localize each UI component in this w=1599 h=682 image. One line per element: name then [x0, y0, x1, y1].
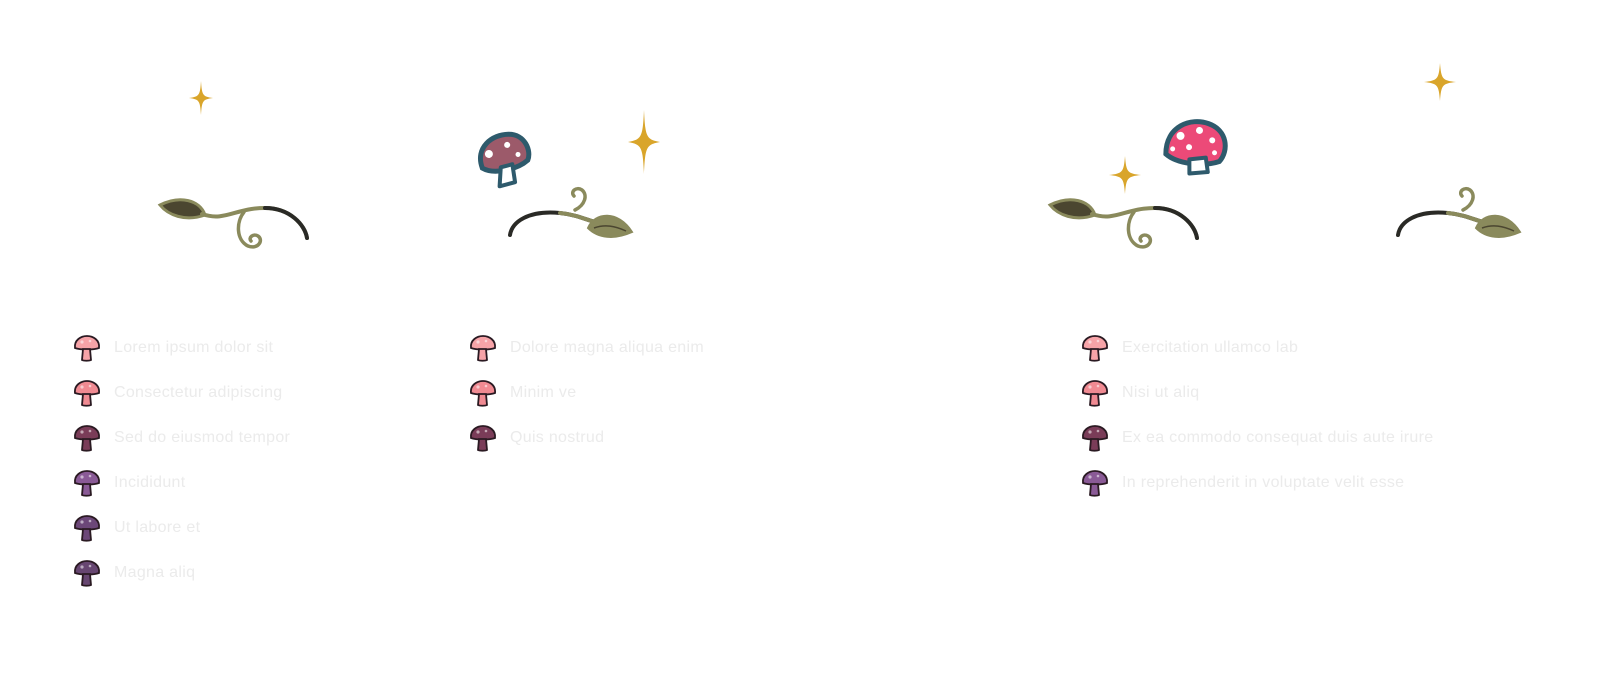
pink-mushroom-icon — [470, 379, 496, 407]
list-item-label: Lorem ipsum dolor sit — [114, 338, 274, 356]
list-item-label: Ut labore et — [114, 518, 201, 536]
light-pink-mushroom-icon — [74, 334, 100, 362]
list-item: Ut labore et — [72, 505, 290, 550]
list-item-label: Consectetur adipiscing — [114, 383, 283, 401]
list-item-label: Ex ea commodo consequat duis aute irure — [1122, 428, 1434, 446]
purple-mushroom-icon — [74, 514, 100, 542]
list-item-label: Dolore magna aliqua enim — [510, 338, 704, 356]
list-item: Nisi ut aliq — [1080, 370, 1433, 415]
pink-mushroom-icon — [1082, 379, 1108, 407]
list-item: Quis nostrud — [468, 415, 704, 460]
plum-mushroom-icon — [470, 424, 496, 452]
list-item-label: Sed do eiusmod tempor — [114, 428, 291, 446]
plum-mushroom-icon — [1082, 424, 1108, 452]
list-item-label: Incididunt — [114, 473, 186, 491]
lavender-mushroom-icon — [74, 469, 100, 497]
lavender-mushroom-icon — [1082, 469, 1108, 497]
list-item: Minim ve — [468, 370, 704, 415]
list-item: In reprehenderit in voluptate velit esse — [1080, 460, 1433, 505]
list-item: Consectetur adipiscing — [72, 370, 290, 415]
vine-left-2 — [1047, 198, 1199, 249]
plum-mushroom-icon — [74, 424, 100, 452]
list-item: Magna aliq — [72, 550, 290, 595]
pink-mushroom-icon — [74, 379, 100, 407]
sparkle-icon — [628, 110, 660, 174]
sparkle-icon — [189, 81, 213, 115]
list-item: Ex ea commodo consequat duis aute irure — [1080, 415, 1433, 460]
list-item-label: Exercitation ullamco lab — [1122, 338, 1299, 356]
list-item-label: Minim ve — [510, 383, 577, 401]
list-item: Dolore magna aliqua enim — [468, 325, 704, 370]
list-item-label: In reprehenderit in voluptate velit esse — [1122, 473, 1405, 491]
light-pink-mushroom-icon — [1082, 334, 1108, 362]
list-item-label: Quis nostrud — [510, 428, 605, 446]
list-item-label: Magna aliq — [114, 563, 196, 581]
pink-mushroom-icon — [1163, 119, 1228, 176]
light-pink-mushroom-icon — [470, 334, 496, 362]
vine-left-1 — [157, 198, 309, 249]
list-item: Sed do eiusmod tempor — [72, 415, 290, 460]
vine-right-1 — [508, 186, 634, 238]
vine-right-2 — [1396, 186, 1522, 238]
list-item-label: Nisi ut aliq — [1122, 383, 1200, 401]
mauve-mushroom-icon — [478, 131, 532, 189]
list-item: Exercitation ullamco lab — [1080, 325, 1433, 370]
dark-purple-mushroom-icon — [74, 559, 100, 587]
list-item: Incididunt — [72, 460, 290, 505]
sparkle-icon — [1424, 63, 1456, 101]
sparkle-icon — [1109, 156, 1141, 194]
list-item: Lorem ipsum dolor sit — [72, 325, 290, 370]
